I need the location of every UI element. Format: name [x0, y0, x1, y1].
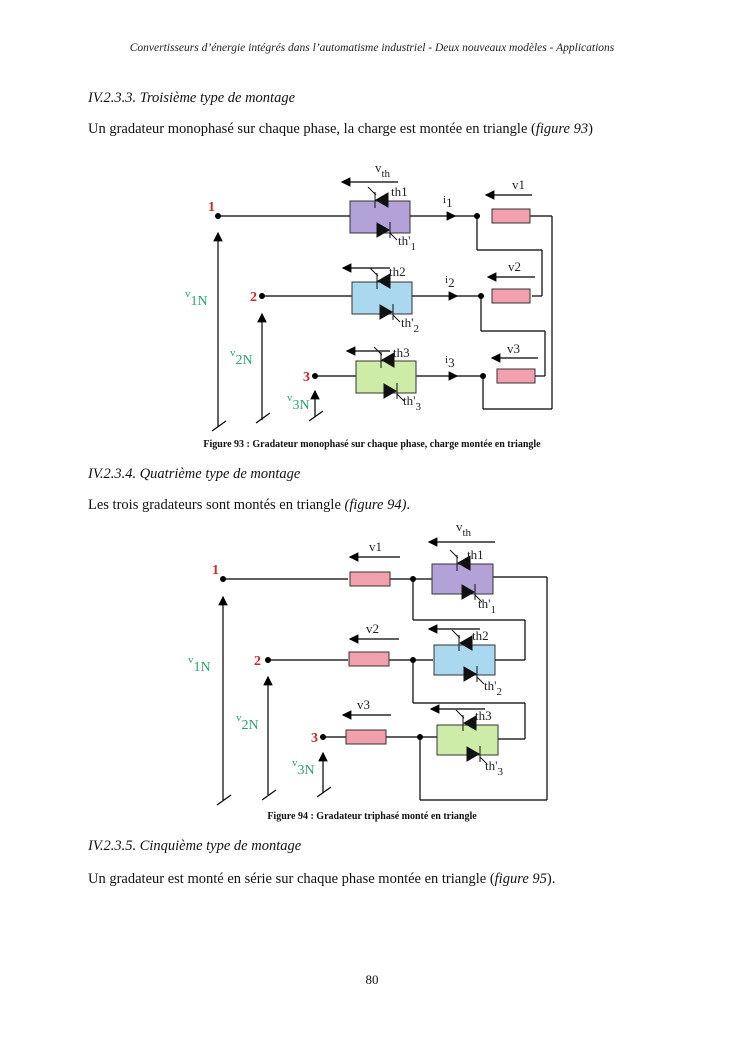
paragraph-text: Un gradateur est monté en série sur chaq… [88, 871, 495, 887]
label-i1: i1 [443, 194, 453, 210]
paragraph-text: ). [546, 871, 556, 887]
label-v3N: v3N [292, 757, 315, 778]
label-v3: v3 [507, 341, 520, 356]
section-heading-quatrieme: IV.2.3.4. Quatrième type de montage [88, 466, 301, 482]
figure-reference: (figure 94) [344, 497, 407, 513]
figure-94-caption: Figure 94 : Gradateur triphasé monté en … [267, 811, 477, 822]
label-thp1: th'1 [478, 596, 496, 616]
paragraph-cinquieme: Un gradateur est monté en série sur chaq… [88, 871, 555, 888]
label-i3: i3 [445, 354, 455, 370]
label-node-2: 2 [250, 290, 257, 305]
terminal-2 [265, 657, 271, 663]
label-th3: th3 [393, 345, 410, 360]
label-vth: vth [375, 160, 391, 180]
label-i2: i2 [445, 274, 455, 290]
label-node-3: 3 [303, 370, 310, 385]
label-v2: v2 [366, 621, 379, 636]
label-v1N: v1N [188, 654, 211, 675]
label-node-1: 1 [212, 563, 219, 578]
load-resistor-2 [348, 651, 390, 667]
label-v3N: v3N [287, 392, 310, 413]
terminal-1 [220, 576, 226, 582]
section-heading-cinquieme: IV.2.3.5. Cinquième type de montage [88, 838, 302, 854]
label-thp2: th'2 [401, 315, 419, 335]
terminal-2 [259, 293, 265, 299]
paragraph-text: Les trois gradateurs sont montés en tria… [88, 497, 345, 513]
terminal-3 [312, 373, 318, 379]
label-thp1: th'1 [398, 233, 416, 253]
figure-94-circuit: vth th1 th'1 th2 th'2 th3 th'3 v1 v2 v3 … [188, 519, 548, 806]
figure-reference: figure 93 [535, 121, 589, 137]
paragraph-text: . [406, 497, 411, 513]
label-th1: th1 [391, 184, 408, 199]
load-resistor-2 [491, 288, 531, 304]
label-thp2: th'2 [484, 678, 502, 698]
page-number: 80 [365, 972, 379, 987]
thyristor-thp1-icon [461, 584, 475, 600]
load-resistor-1 [349, 571, 391, 587]
thyristor-th2-icon [459, 635, 473, 651]
load-resistor-1 [491, 208, 531, 224]
label-vth: vth [456, 519, 472, 539]
thyristor-th3-icon [381, 352, 395, 368]
label-v2N: v2N [230, 347, 253, 368]
section-heading-troisieme: IV.2.3.3. Troisième type de montage [88, 90, 296, 106]
label-thp3: th'3 [485, 758, 503, 778]
paragraph-quatrieme: Les trois gradateurs sont montés en tria… [88, 497, 410, 514]
paragraph-text: ) [588, 121, 593, 137]
figure-93-caption: Figure 93 : Gradateur monophasé sur chaq… [203, 439, 541, 450]
figure-93-circuit: vth th1 th'1 th2 th'2 th3 th'3 i1 i2 i3 … [185, 160, 553, 432]
label-th2: th2 [472, 628, 489, 643]
thyristor-thp1-icon [376, 222, 390, 238]
thyristor-thp2-icon [463, 666, 477, 682]
label-v3: v3 [357, 697, 370, 712]
label-th3: th3 [475, 708, 492, 723]
thyristor-th2-icon [377, 273, 391, 289]
label-v1: v1 [512, 177, 525, 192]
label-v2N: v2N [236, 712, 259, 733]
label-th1: th1 [467, 547, 484, 562]
label-node-3: 3 [311, 731, 318, 746]
paragraph-text: Un gradateur monophasé sur chaque phase,… [88, 121, 536, 137]
paragraph-troisieme: Un gradateur monophasé sur chaque phase,… [88, 121, 593, 138]
label-thp3: th'3 [403, 393, 421, 413]
thyristor-thp3-icon [466, 746, 480, 762]
terminal-1 [215, 213, 221, 219]
thyristor-thp2-icon [379, 304, 393, 320]
label-node-1: 1 [208, 200, 215, 215]
label-v1: v1 [369, 539, 382, 554]
label-v1N: v1N [185, 288, 208, 309]
thyristor-th1-icon [375, 192, 389, 208]
thyristor-thp3-icon [383, 383, 397, 399]
load-resistor-3 [345, 729, 387, 745]
running-header: Convertisseurs d’énergie intégrés dans l… [129, 42, 615, 54]
thyristor-th1-icon [457, 555, 471, 571]
terminal-3 [320, 734, 326, 740]
label-node-2: 2 [254, 654, 261, 669]
thyristor-th3-icon [463, 715, 477, 731]
label-v2: v2 [508, 259, 521, 274]
label-th2: th2 [389, 264, 406, 279]
figure-reference: figure 95 [494, 871, 547, 887]
load-resistor-3 [496, 368, 536, 384]
